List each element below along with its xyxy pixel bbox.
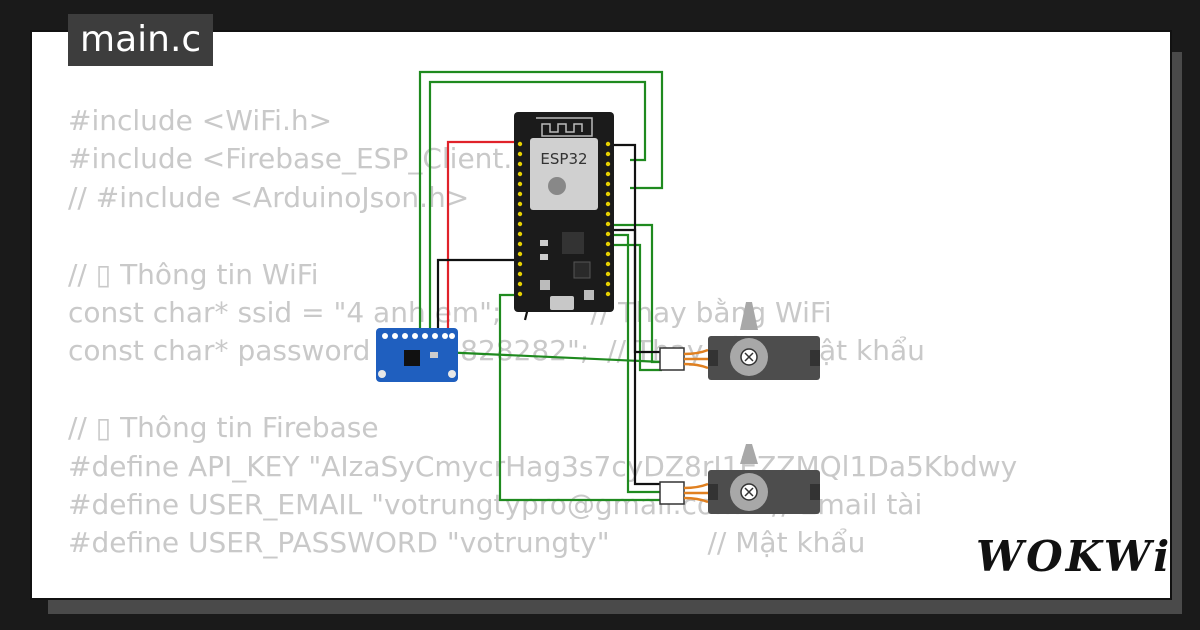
sensor-pins <box>382 333 455 339</box>
usb-port <box>550 296 574 310</box>
mpu6050-sensor[interactable] <box>376 328 458 382</box>
servo-connector <box>659 481 685 505</box>
wire <box>498 293 662 502</box>
servo-motor-1[interactable] <box>659 302 820 380</box>
servo-tab <box>708 484 718 500</box>
servo-motor-2[interactable] <box>659 444 820 514</box>
wire-red <box>446 140 520 330</box>
component <box>430 352 438 358</box>
chip <box>562 232 584 254</box>
code-line: #define USER_PASSWORD "votrungty" // Mật… <box>68 526 866 560</box>
espressif-logo-icon <box>548 177 566 195</box>
component <box>540 240 548 246</box>
pin-header-right <box>605 141 611 297</box>
esp32-board[interactable]: ESP32 <box>514 112 614 312</box>
servo-tab <box>708 350 718 366</box>
servo-horn <box>740 444 758 464</box>
chip <box>573 261 591 279</box>
servo-tab <box>810 484 820 500</box>
code-line: #define API_KEY "AIzaSyCmycrHag3s7cyDZ8r… <box>68 449 1018 483</box>
wire <box>612 228 662 486</box>
code-line: #include <WiFi.h> <box>68 104 333 137</box>
wire <box>612 233 662 494</box>
pin-header-left <box>517 141 523 297</box>
servo-cable <box>683 348 709 370</box>
code-line: // ▯ Thông tin WiFi <box>68 257 319 291</box>
wire <box>418 70 664 330</box>
sensor-chip <box>404 350 420 366</box>
servo-tab <box>810 350 820 366</box>
en-button <box>584 290 594 300</box>
wire <box>428 80 647 330</box>
esp32-module <box>530 138 598 210</box>
mount-hole <box>448 370 456 378</box>
component <box>540 254 548 260</box>
servo-connector <box>659 347 685 371</box>
code-line: #include <Firebase_ESP_Client.h> <box>68 142 554 176</box>
wire <box>612 143 662 354</box>
mount-hole <box>378 370 386 378</box>
board-label: ESP32 <box>540 150 587 168</box>
boot-button <box>540 280 550 290</box>
wire <box>612 243 662 372</box>
file-tab[interactable]: main.c <box>68 14 214 66</box>
wokwi-logo: WOKWi <box>976 532 1173 581</box>
wires-green <box>418 70 664 502</box>
servo-horn <box>740 302 758 330</box>
wire <box>439 350 663 364</box>
servo-cable <box>683 482 709 504</box>
wire <box>436 258 520 330</box>
code-line: // ▯ Thông tin Firebase <box>68 411 379 445</box>
